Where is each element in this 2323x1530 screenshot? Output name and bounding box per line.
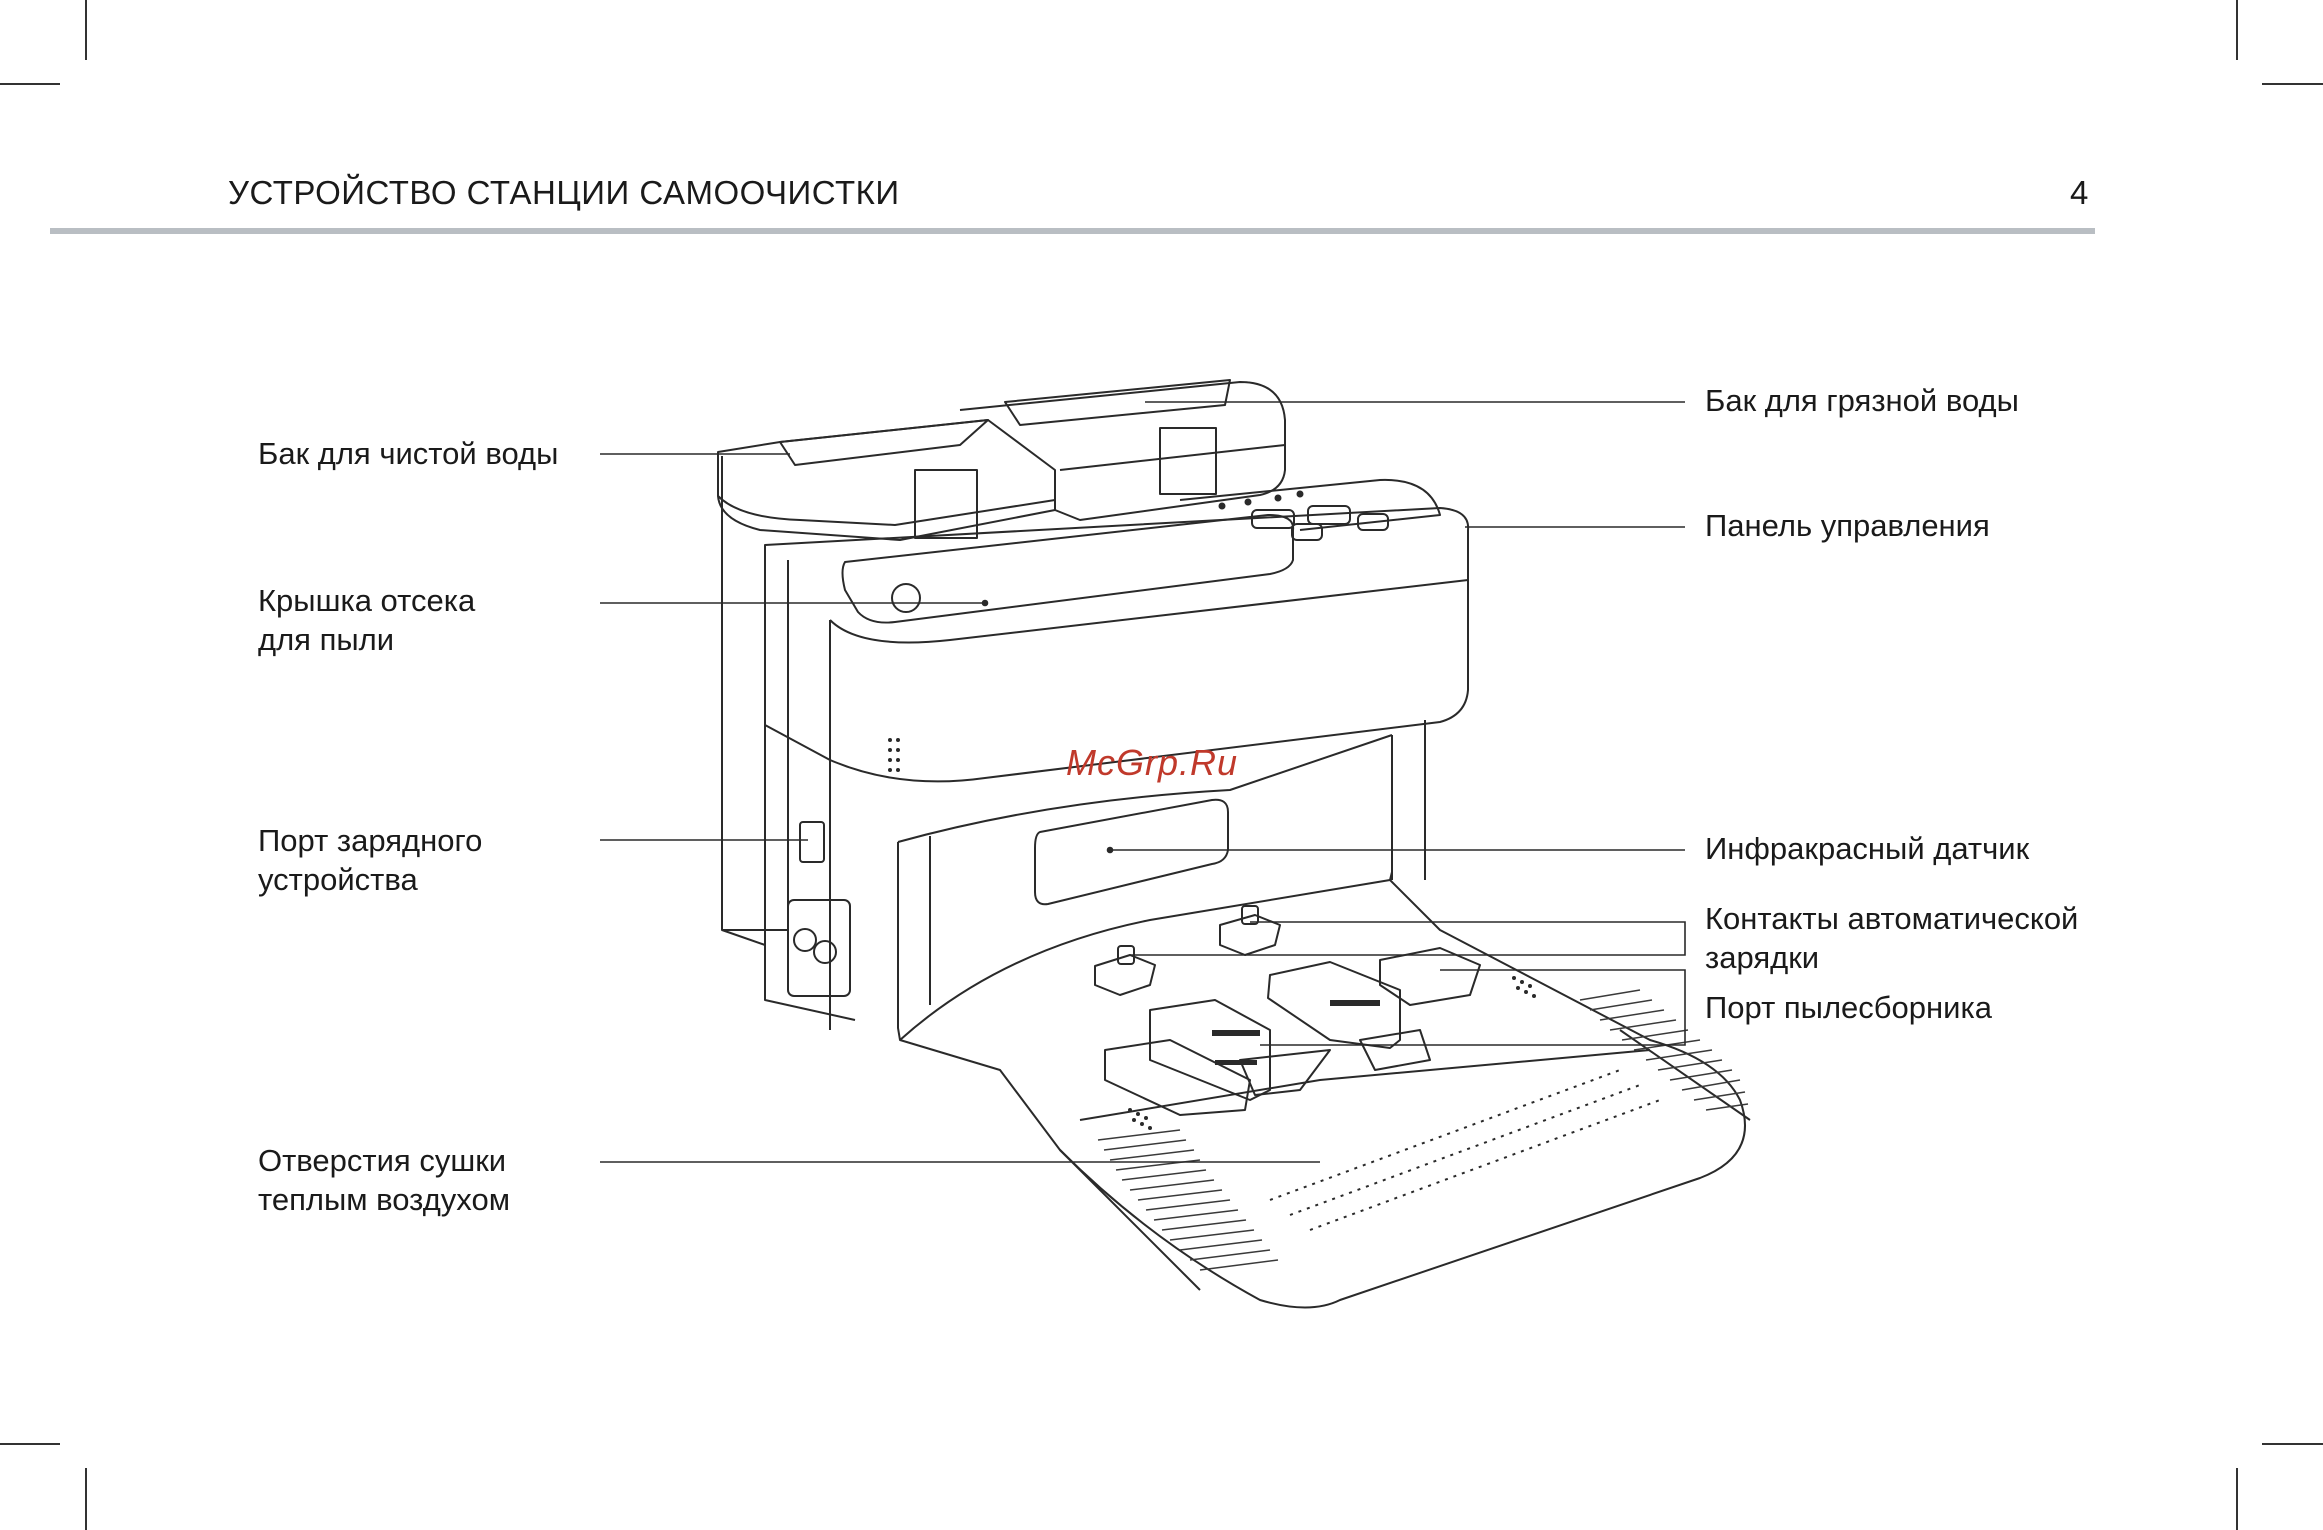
label-control-panel: Панель управления: [1705, 506, 1990, 545]
label-charger-port: Порт зарядного устройства: [258, 821, 482, 899]
label-drying-vents: Отверстия сушки теплым воздухом: [258, 1141, 510, 1219]
label-auto-charging-contacts: Контакты автоматической зарядки: [1705, 899, 2078, 977]
label-dust-collector-port: Порт пылесборника: [1705, 988, 1992, 1027]
watermark: McGrp.Ru: [1066, 742, 1238, 784]
label-infrared-sensor: Инфракрасный датчик: [1705, 829, 2029, 868]
label-dirty-water-tank: Бак для грязной воды: [1705, 381, 2019, 420]
label-dust-compartment-lid: Крышка отсека для пыли: [258, 581, 475, 659]
label-clean-water-tank: Бак для чистой воды: [258, 434, 558, 473]
